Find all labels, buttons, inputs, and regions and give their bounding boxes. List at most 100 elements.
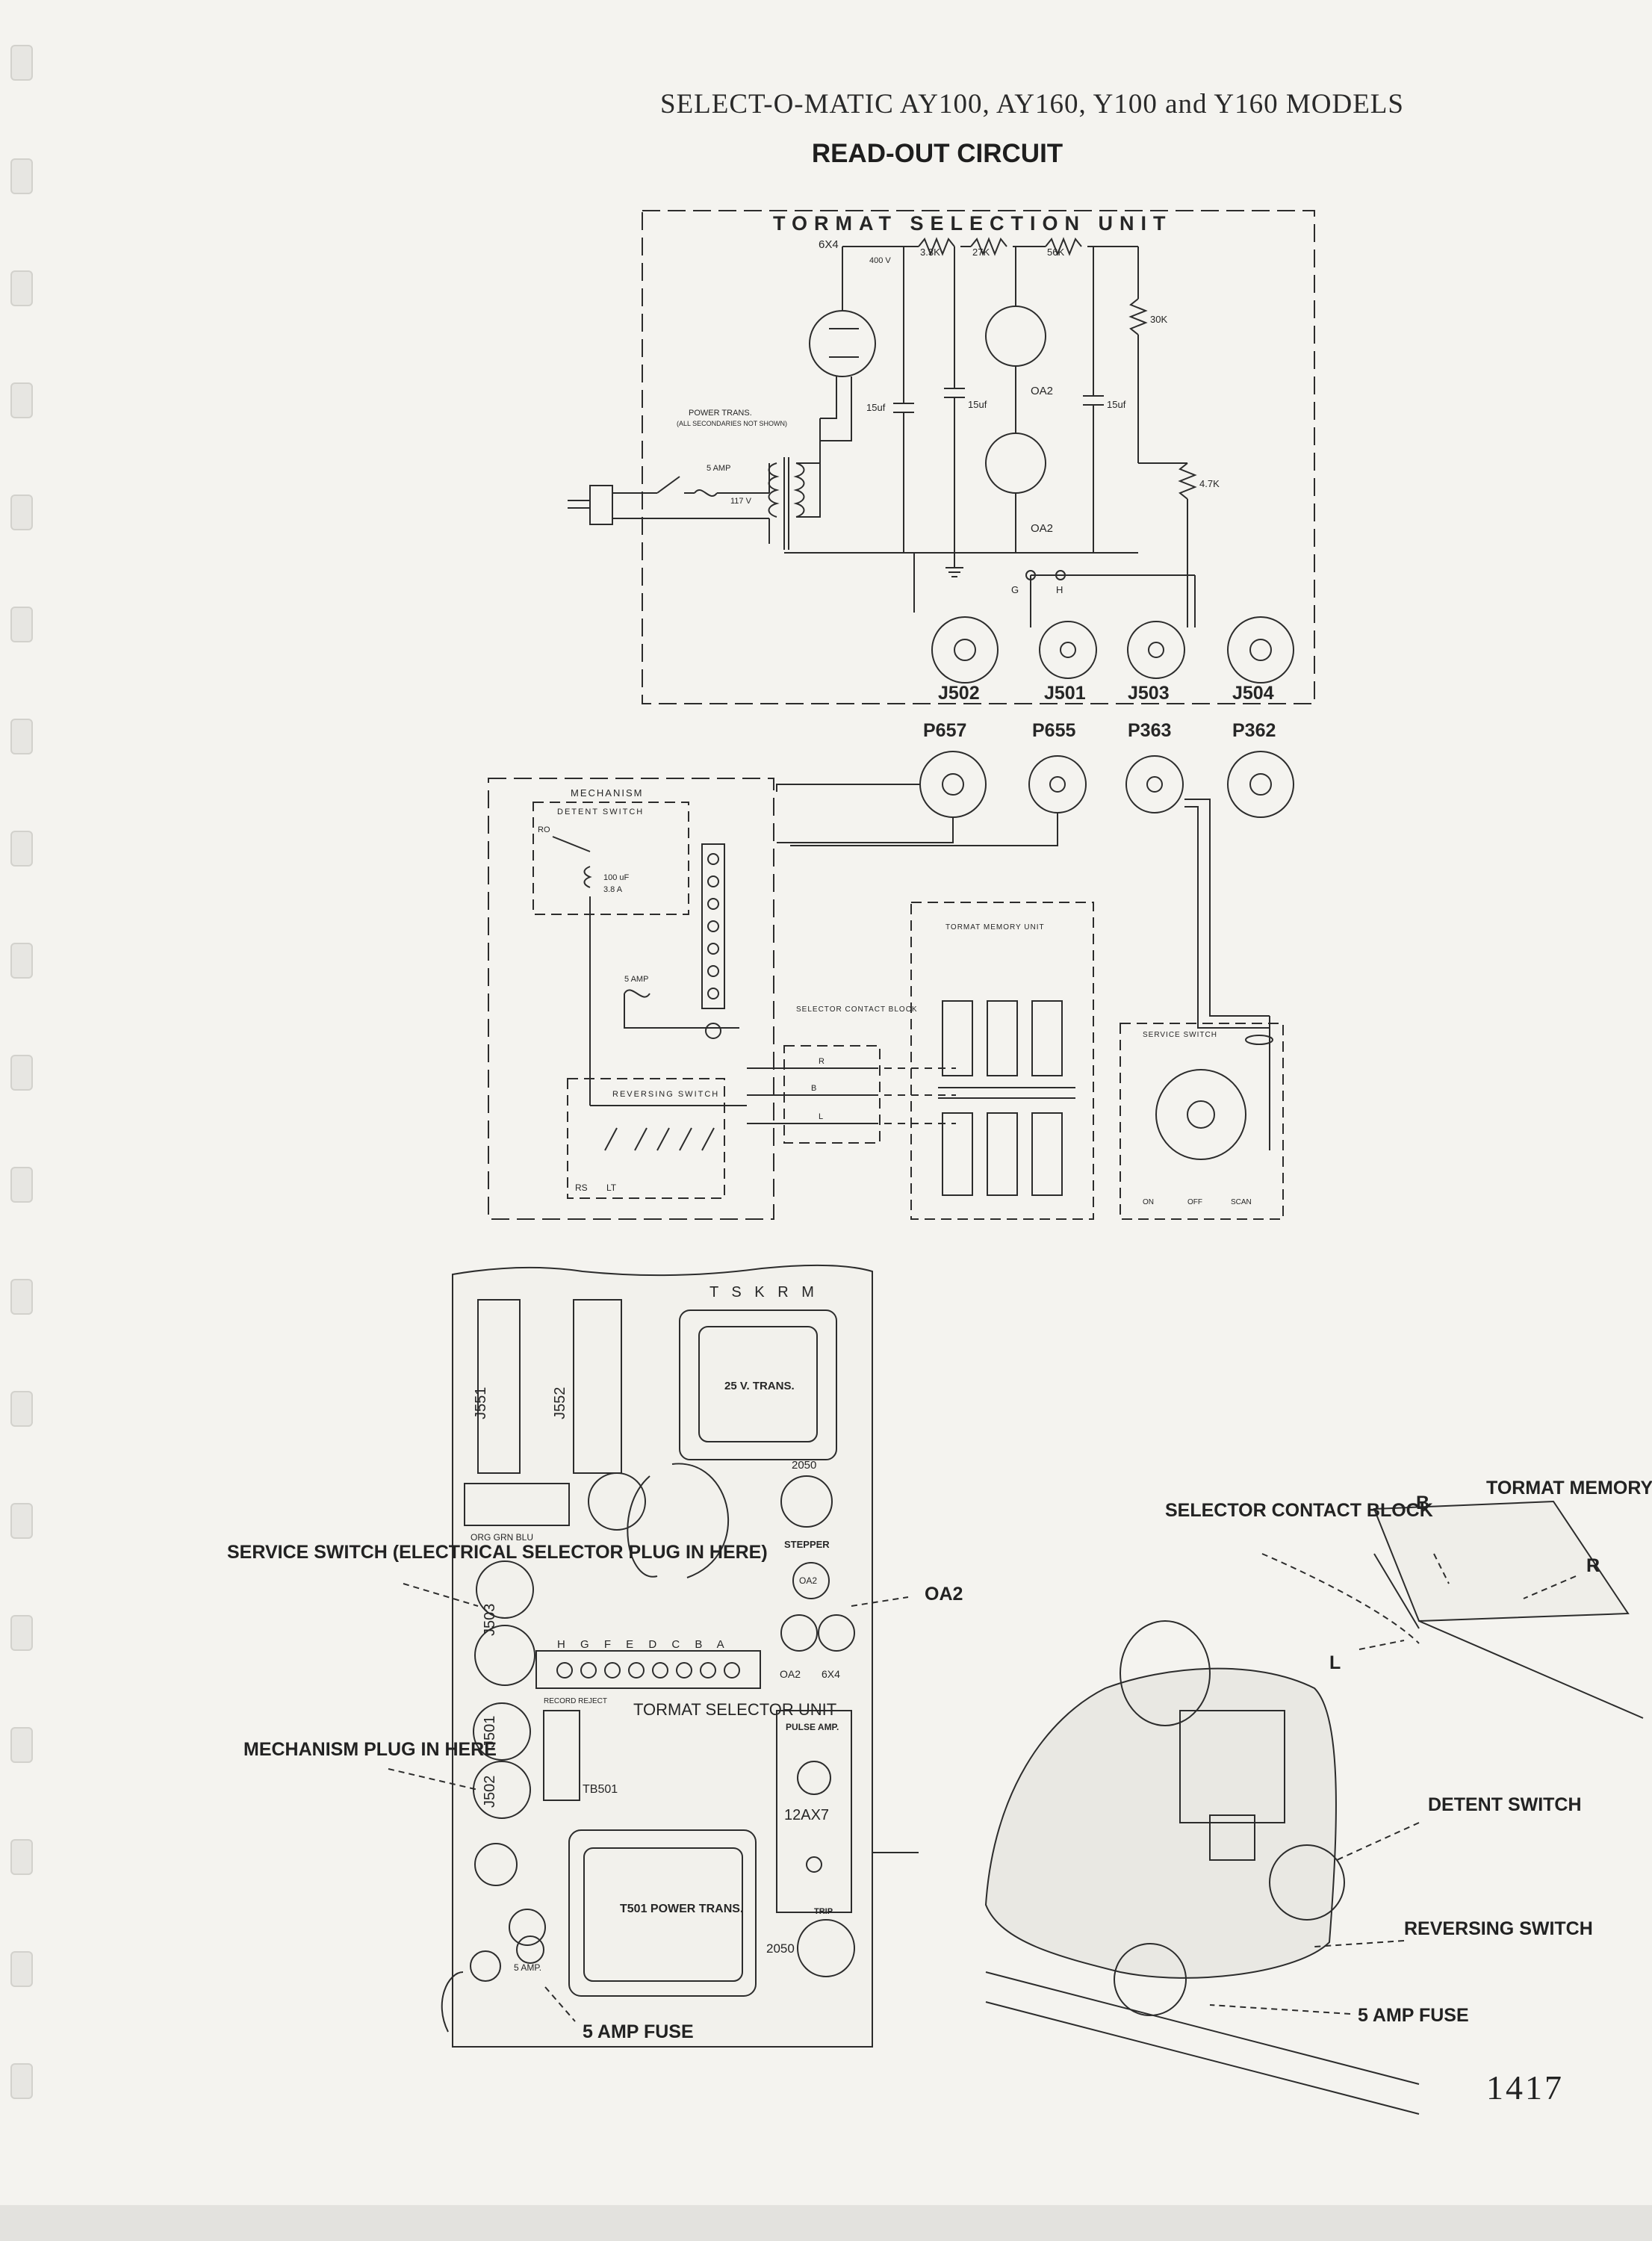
binder-hole xyxy=(10,1951,33,1987)
binder-hole xyxy=(10,1055,33,1091)
label-mech-fuse: 5 AMP xyxy=(624,975,648,984)
transformer-25v xyxy=(679,1309,837,1460)
tube-6x4 xyxy=(809,310,876,377)
label-cap2: 15uf xyxy=(968,399,987,410)
leader-fuse-right xyxy=(1209,2004,1351,2015)
label-12ax7: 12AX7 xyxy=(784,1807,829,1823)
label-oa2-board: OA2 xyxy=(780,1668,801,1680)
leader-fuse xyxy=(544,1986,576,2022)
circuit-title: READ-OUT CIRCUIT xyxy=(811,139,1063,168)
callout-fuse-right: 5 AMP FUSE xyxy=(1358,2005,1469,2026)
callout-reversing-switch: REVERSING SWITCH xyxy=(1404,1918,1593,1939)
socket-j501-photo xyxy=(473,1702,531,1761)
resistor-3k3 xyxy=(918,237,955,256)
label-30k: 30K xyxy=(1150,314,1167,325)
memory-unit-photo xyxy=(1373,1500,1630,1622)
label-j503: J503 xyxy=(1128,683,1170,704)
plug-p362 xyxy=(1227,751,1294,818)
tube-oa2-upper xyxy=(985,306,1046,367)
trip-2050 xyxy=(797,1919,855,1977)
selection-unit-border xyxy=(642,210,1315,704)
label-5amp-chassis: 5 AMP. xyxy=(514,1962,541,1973)
leader-reversing xyxy=(1314,1940,1405,1947)
plug-p655 xyxy=(1028,755,1087,813)
label-trip: TRIP xyxy=(814,1907,833,1916)
fuse-holder xyxy=(470,1950,501,1982)
resistor-4k7 xyxy=(1178,462,1197,500)
label-terminal-letters: H G F E D C B A xyxy=(557,1638,730,1651)
label-pulse-amp: PULSE AMP. xyxy=(786,1722,839,1732)
label-j502: J502 xyxy=(938,683,980,704)
socket-j502-photo xyxy=(473,1761,531,1819)
tb501-board xyxy=(543,1710,580,1801)
wiring-harness xyxy=(627,1463,730,1578)
label-secondaries: (ALL SECONDARIES NOT SHOWN) xyxy=(677,420,787,427)
label-trip-2050: 2050 xyxy=(766,1941,795,1956)
label-tskrm: T S K R M xyxy=(709,1284,819,1301)
label-rs: RS xyxy=(575,1183,588,1193)
label-p362: P362 xyxy=(1232,720,1276,741)
unit-title: TORMAT SELECTION UNIT xyxy=(773,212,1173,235)
binder-hole xyxy=(10,1391,33,1427)
socket-j503-photo xyxy=(476,1560,534,1619)
power-cord xyxy=(441,1971,464,2033)
footer-band xyxy=(0,2205,1652,2241)
org-grn-blu-terminals xyxy=(464,1483,570,1526)
label-j551: J551 xyxy=(473,1387,489,1419)
label-sel-l: L xyxy=(819,1112,823,1121)
label-memory-unit: TORMAT MEMORY UNIT xyxy=(945,923,1045,932)
terminal-board-hgfedcba xyxy=(535,1650,761,1689)
label-j501-photo: J501 xyxy=(482,1716,498,1748)
binder-hole xyxy=(10,45,33,81)
binder-hole xyxy=(10,719,33,754)
label-selector-block: SELECTOR CONTACT BLOCK xyxy=(796,1005,918,1014)
binder-hole xyxy=(10,831,33,867)
label-oa2-chassis: OA2 xyxy=(799,1575,817,1586)
binder-hole xyxy=(10,1167,33,1203)
leader-detent xyxy=(1336,1822,1420,1861)
binder-hole xyxy=(10,2063,33,2099)
models-title: SELECT-O-MATIC AY100, AY160, Y100 and Y1… xyxy=(660,89,1404,120)
label-3-8a: 3.8 A xyxy=(603,885,623,894)
label-tormat-selector-unit: TORMAT SELECTOR UNIT xyxy=(633,1700,836,1719)
label-org-grn-blu: ORG GRN BLU xyxy=(471,1532,533,1543)
callout-selector-block: SELECTOR CONTACT BLOCK xyxy=(1165,1500,1433,1521)
ac-plug xyxy=(568,500,590,509)
socket-j501 xyxy=(1039,621,1097,679)
label-4k7: 4.7K xyxy=(1199,478,1220,489)
label-j501: J501 xyxy=(1044,683,1086,704)
label-oa2-bottom: OA2 xyxy=(1031,522,1053,535)
binder-hole xyxy=(10,382,33,418)
label-mechanism: MECHANISM xyxy=(571,787,643,799)
detent-switch-box xyxy=(532,802,689,915)
fuse-symbol xyxy=(694,489,718,498)
label-cap3: 15uf xyxy=(1107,399,1126,410)
plug-p363 xyxy=(1125,755,1184,813)
transformer-t501 xyxy=(568,1829,757,1997)
label-sw-scan: SCAN xyxy=(1231,1198,1252,1206)
label-tb501: TB501 xyxy=(583,1783,618,1796)
binder-hole xyxy=(10,1727,33,1763)
label-j504: J504 xyxy=(1232,683,1274,704)
power-transformer xyxy=(768,462,780,518)
stepper-socket xyxy=(780,1475,833,1528)
label-lt: LT xyxy=(606,1183,617,1193)
label-p655: P655 xyxy=(1032,720,1075,741)
terminal-strip xyxy=(701,843,725,1009)
label-ro: RO xyxy=(538,825,550,834)
leader-service-switch xyxy=(403,1583,479,1607)
binder-hole xyxy=(10,270,33,306)
service-switch-box xyxy=(1120,1023,1284,1220)
label-6x4: 6X4 xyxy=(819,238,839,251)
callout-fuse: 5 AMP FUSE xyxy=(583,2021,694,2042)
label-27k: 27K xyxy=(972,247,990,258)
label-3k3: 3.3K xyxy=(920,247,940,258)
label-sw-off: OFF xyxy=(1187,1198,1202,1206)
label-p657: P657 xyxy=(923,720,966,741)
label-reversing-switch: REVERSING SWITCH xyxy=(612,1090,719,1099)
resistor-30k xyxy=(1128,298,1148,335)
page-number: 1417 xyxy=(1486,2068,1564,2107)
socket-j502 xyxy=(931,616,999,684)
callout-detent-switch: DETENT SWITCH xyxy=(1428,1794,1582,1815)
callout-mechanism-plug: MECHANISM PLUG IN HERE xyxy=(243,1739,497,1760)
